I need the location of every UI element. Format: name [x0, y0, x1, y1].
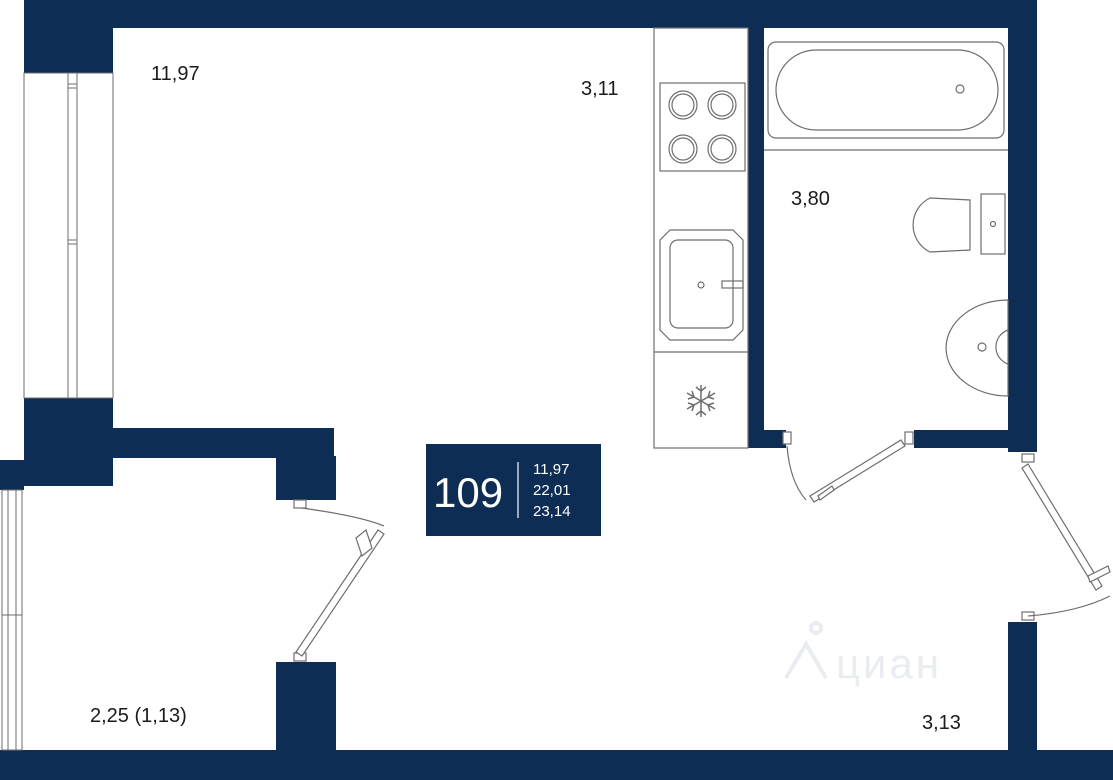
usable-area-value: 22,01 [533, 482, 571, 499]
total-area-value: 23,14 [533, 503, 571, 520]
kitchen-area-label: 3,11 [581, 78, 618, 100]
watermark-logo-icon [784, 621, 828, 680]
kitchen-sink-icon [659, 229, 744, 341]
bathtub-icon [767, 41, 1005, 139]
kitchen-counter [653, 27, 749, 449]
snowflake-icon [686, 385, 716, 417]
living-room-area-label: 11,97 [151, 63, 200, 85]
cooktop-icon [659, 82, 746, 172]
bathroom-area-label: 3,80 [791, 188, 830, 210]
watermark-text: циан [836, 640, 942, 687]
bathroom-door [782, 431, 914, 503]
washbasin-icon [945, 299, 1009, 397]
living-room-window [23, 72, 114, 399]
apartment-badge: 109 11,97 22,01 23,14 [426, 444, 601, 536]
hallway-area-label: 3,13 [922, 712, 961, 734]
toilet-icon [912, 193, 1006, 255]
balcony-door [293, 499, 385, 662]
apartment-number: 109 [433, 469, 503, 516]
entrance-door [1021, 453, 1111, 621]
watermark: циан [784, 621, 942, 687]
balcony-area-label: 2,25 (1,13) [90, 705, 187, 727]
living-area-value: 11,97 [533, 461, 569, 478]
balcony-window [1, 489, 23, 751]
